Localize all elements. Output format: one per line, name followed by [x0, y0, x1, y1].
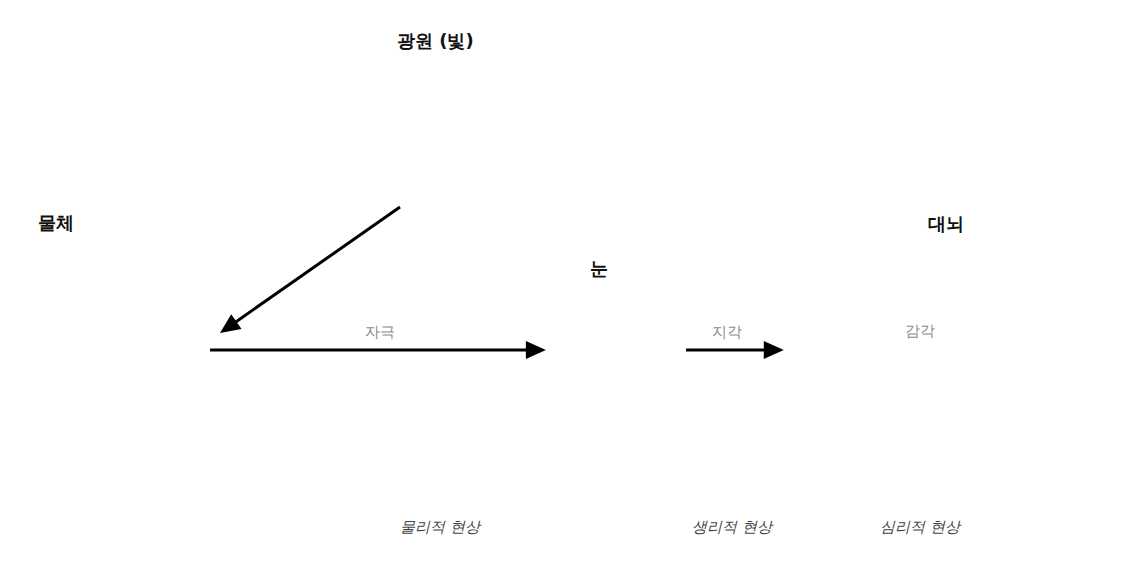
phase-label: 심리적 현상	[880, 518, 960, 536]
flow-arrow	[220, 207, 400, 333]
node-heading: 대뇌	[928, 213, 964, 235]
eye-drawing: 눈	[550, 295, 687, 407]
node-heading: 눈	[590, 258, 608, 280]
edge-label: 자극	[365, 323, 395, 341]
eye-drawing-shape	[550, 295, 687, 407]
flow-arrow	[686, 341, 784, 359]
span-arrows	[214, 492, 1055, 494]
light-source-sun: 광원 (빛)	[415, 83, 515, 183]
extent-lines	[211, 352, 1059, 516]
node-heading: 광원 (빛)	[397, 30, 474, 52]
object-cylinder: 물체	[95, 232, 263, 418]
brain-outline-shape	[778, 240, 1068, 445]
brain-inner-arrow	[788, 341, 1056, 359]
edge-label: 지각	[712, 323, 742, 341]
object-cylinder-shape	[95, 232, 263, 418]
node-heading: 물체	[38, 212, 74, 234]
light-source-sun-shape	[415, 83, 515, 183]
phase-label: 물리적 현상	[400, 518, 480, 536]
flow-arrow	[210, 341, 546, 359]
page-frame	[9, 5, 1125, 577]
phase-label: 생리적 현상	[692, 518, 772, 536]
sensation-label: 감각	[905, 322, 935, 340]
brain-outline: 대뇌	[778, 240, 1068, 445]
